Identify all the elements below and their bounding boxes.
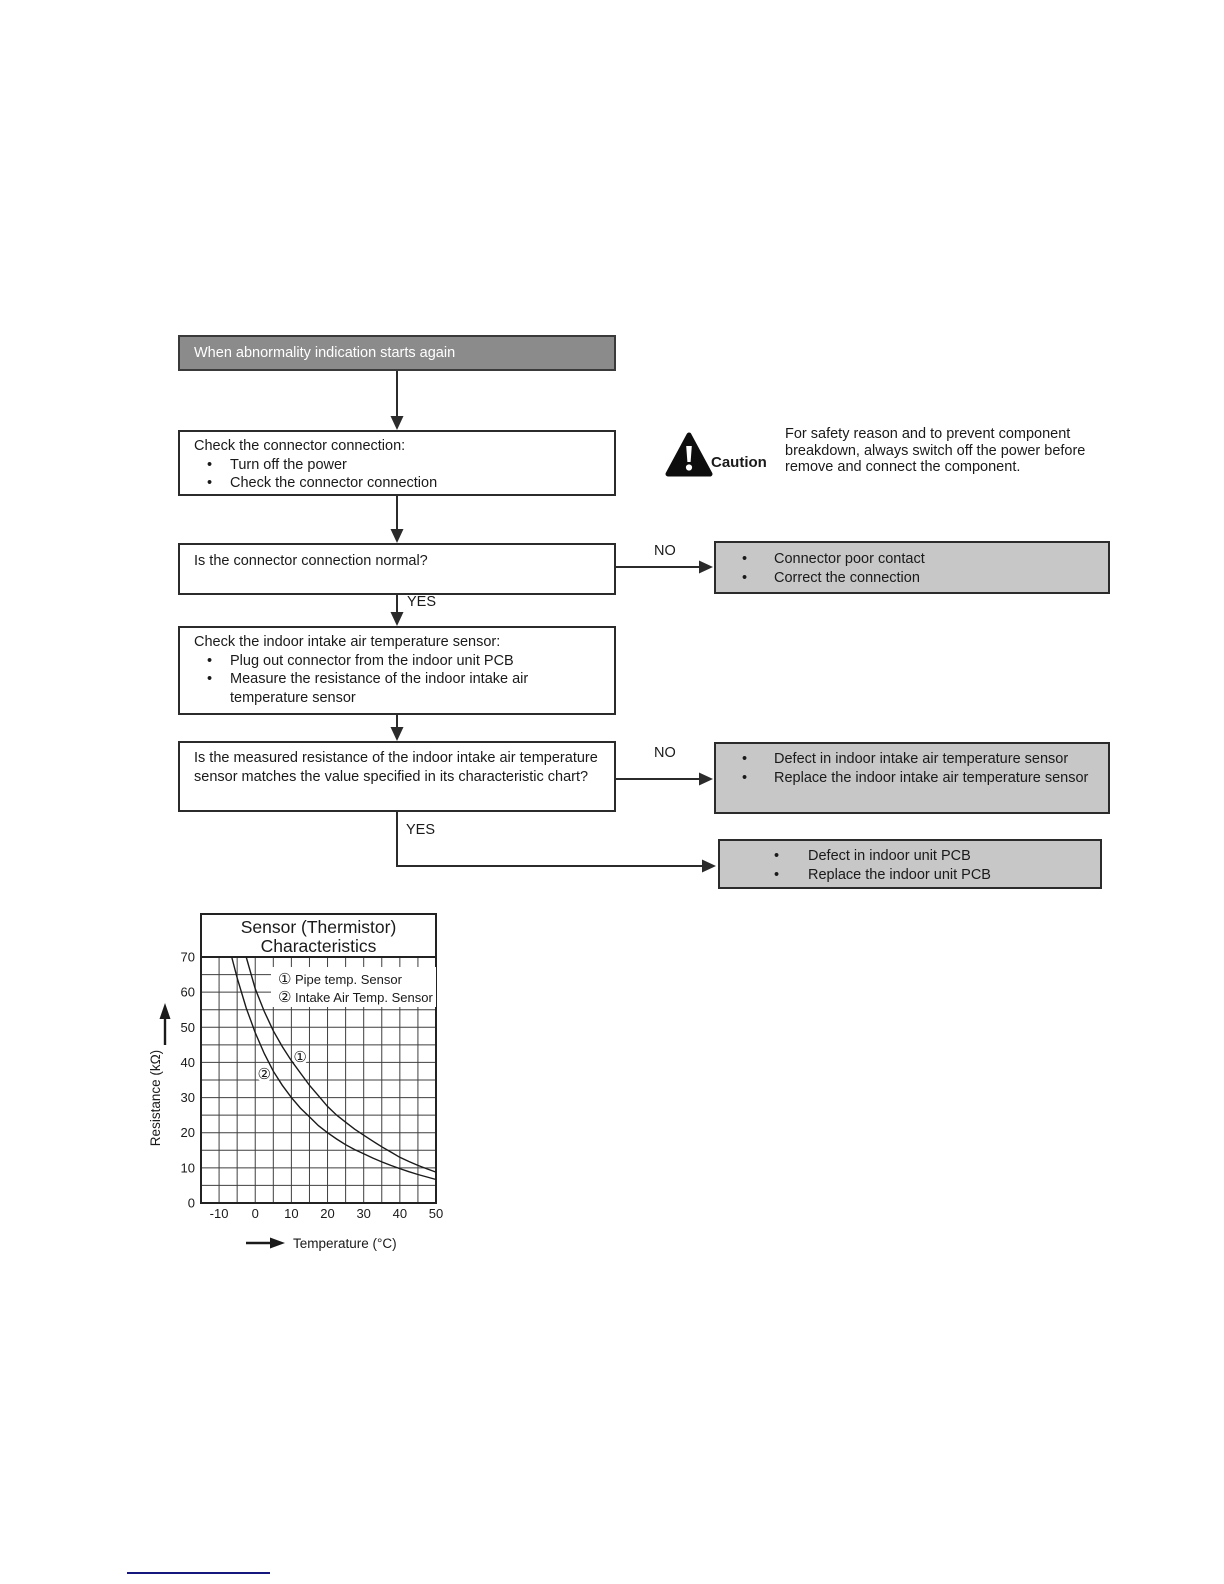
step2-bullet: Plug out connector from the indoor unit … [180, 652, 614, 671]
svg-text:10: 10 [284, 1206, 298, 1221]
bullet-icon [207, 670, 230, 689]
svg-text:Resistance (kΩ): Resistance (kΩ) [148, 1050, 163, 1146]
result3-box: Defect in indoor unit PCB Replace the in… [718, 839, 1102, 889]
bullet-icon [774, 847, 808, 866]
svg-text:Sensor (Thermistor): Sensor (Thermistor) [241, 917, 397, 937]
no-label-2: NO [654, 745, 676, 761]
step2-bullet: Measure the resistance of the indoor int… [180, 670, 614, 707]
svg-text:Intake Air Temp. Sensor: Intake Air Temp. Sensor [295, 990, 433, 1005]
caution-triangle-icon [665, 432, 713, 477]
result3-bullet: Defect in indoor unit PCB [720, 847, 1100, 866]
yes-label-1: YES [407, 594, 437, 610]
svg-text:Characteristics: Characteristics [261, 936, 377, 956]
svg-text:40: 40 [393, 1206, 407, 1221]
svg-text:30: 30 [181, 1090, 195, 1105]
svg-text:②: ② [258, 1066, 271, 1083]
bullet-icon [742, 550, 774, 569]
svg-text:10: 10 [181, 1160, 195, 1175]
svg-text:Pipe temp. Sensor: Pipe temp. Sensor [295, 972, 403, 987]
start-box: When abnormality indication starts again [178, 335, 616, 371]
no-label-1: NO [654, 543, 676, 559]
svg-text:30: 30 [356, 1206, 370, 1221]
svg-text:①: ① [293, 1049, 306, 1066]
question2-box: Is the measured resistance of the indoor… [178, 741, 616, 812]
result2-box: Defect in indoor intake air temperature … [714, 742, 1110, 814]
question1-text: Is the connector connection normal? [194, 553, 428, 569]
svg-text:②: ② [278, 989, 291, 1006]
result1-box: Connector poor contact Correct the conne… [714, 541, 1110, 594]
yes-label-2: YES [406, 822, 436, 838]
thermistor-characteristics-chart: Sensor (Thermistor)Characteristics -10 0 10… [148, 913, 443, 1251]
svg-text:Temperature (°C): Temperature (°C) [293, 1236, 397, 1251]
bottom-rule-line [127, 1572, 270, 1574]
svg-text:20: 20 [320, 1206, 334, 1221]
bullet-icon [207, 474, 230, 493]
svg-text:60: 60 [181, 985, 195, 1000]
caution-text: For safety reason and to prevent compone… [785, 426, 1086, 475]
question2-text: Is the measured resistance of the indoor… [194, 750, 598, 785]
bullet-icon [207, 652, 230, 671]
question1-box: Is the connector connection normal? [178, 543, 616, 595]
bullet-icon [207, 456, 230, 475]
bullet-icon [774, 866, 808, 885]
svg-text:0: 0 [188, 1196, 195, 1211]
step2-title: Check the indoor intake air temperature … [194, 634, 501, 650]
svg-text:50: 50 [429, 1206, 443, 1221]
step2-box: Check the indoor intake air temperature … [178, 626, 616, 715]
svg-text:50: 50 [181, 1020, 195, 1035]
svg-text:①: ① [278, 971, 291, 988]
svg-text:0: 0 [252, 1206, 259, 1221]
svg-text:70: 70 [181, 950, 195, 965]
svg-text:40: 40 [181, 1055, 195, 1070]
step1-title: Check the connector connection: [194, 438, 406, 454]
result1-bullet: Connector poor contact [716, 550, 1108, 569]
svg-text:-10: -10 [210, 1206, 229, 1221]
result2-bullet: Replace the indoor intake air temperatur… [716, 769, 1108, 788]
start-box-label: When abnormality indication starts again [194, 344, 456, 361]
step1-bullet: Check the connector connection [180, 474, 614, 493]
step1-bullet: Turn off the power [180, 456, 614, 475]
caution-label: Caution [711, 454, 767, 471]
result1-bullet: Correct the connection [716, 569, 1108, 588]
bullet-icon [742, 569, 774, 588]
bullet-icon [742, 769, 774, 788]
bullet-icon [742, 750, 774, 769]
result3-bullet: Replace the indoor unit PCB [720, 866, 1100, 885]
result2-bullet: Defect in indoor intake air temperature … [716, 750, 1108, 769]
step1-box: Check the connector connection: Turn off… [178, 430, 616, 496]
svg-text:20: 20 [181, 1125, 195, 1140]
